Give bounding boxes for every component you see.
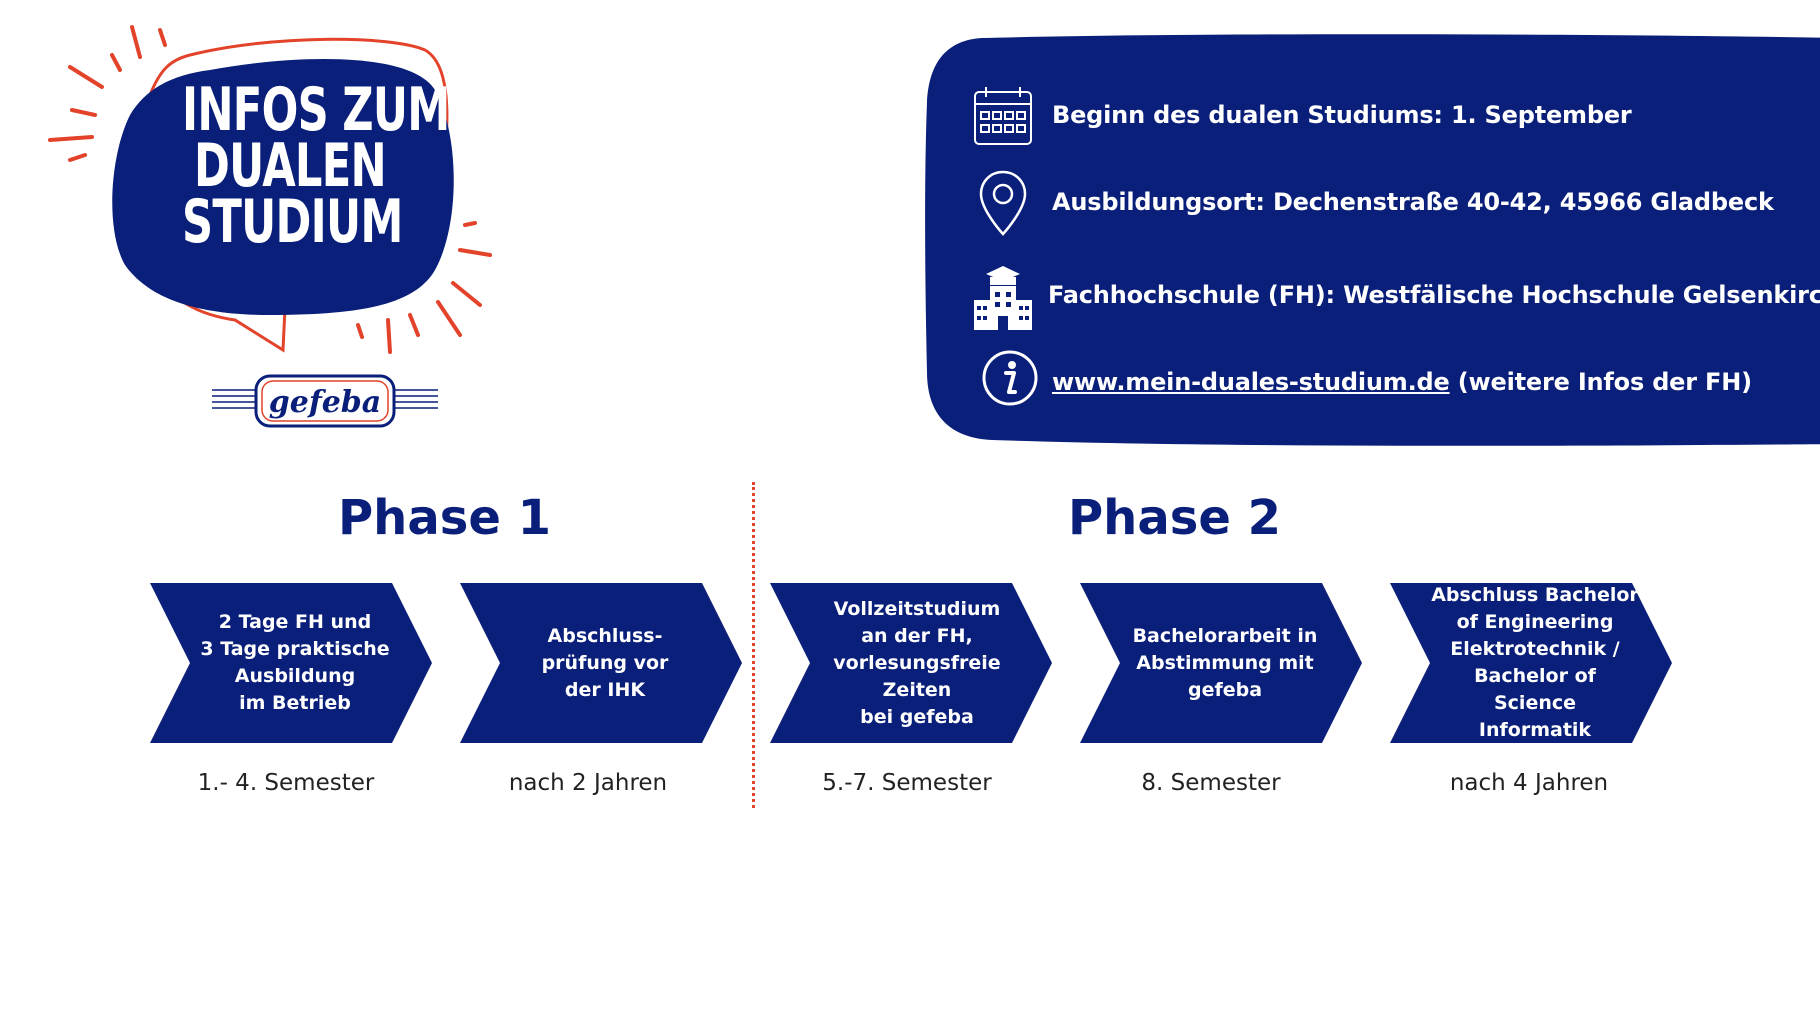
logo-wordmark: gefeba bbox=[268, 385, 382, 420]
step-5-text: Abschluss Bachelor of Engineering Elektr… bbox=[1431, 584, 1639, 741]
phase-2-title: Phase 2 bbox=[1068, 490, 1281, 546]
info-panel bbox=[925, 34, 1820, 446]
title-line-3: STUDIUM bbox=[182, 187, 403, 257]
website-link[interactable]: www.mein-duales-studium.de bbox=[1052, 368, 1450, 396]
info-start-date: Beginn des dualen Studiums: 1. September bbox=[1052, 101, 1632, 129]
step-3-text: Vollzeitstudium an der FH, vorlesungsfre… bbox=[833, 597, 1001, 728]
university-building-icon bbox=[974, 266, 1032, 330]
website-note: (weitere Infos der FH) bbox=[1449, 368, 1752, 396]
chevron-shape bbox=[150, 583, 432, 743]
phase-1-title: Phase 1 bbox=[338, 490, 551, 546]
step-1-caption: 1.- 4. Semester bbox=[197, 770, 375, 796]
step-2-caption: nach 2 Jahren bbox=[508, 770, 668, 796]
info-icon bbox=[982, 350, 1038, 406]
title-line-1: INFOS ZUM bbox=[182, 75, 450, 145]
burst-lines-bottom-right bbox=[356, 221, 492, 354]
step-4-text: Bachelorarbeit in Abstimmung mit gefeba bbox=[1132, 624, 1318, 701]
step-4-caption: 8. Semester bbox=[1141, 770, 1281, 796]
chevron-shape bbox=[1080, 583, 1362, 743]
speech-bubble-graphic bbox=[48, 25, 492, 354]
step-2-text: Abschluss- prüfung vor der IHK bbox=[541, 624, 669, 701]
phase-divider bbox=[752, 482, 755, 808]
chevron-shape bbox=[1390, 583, 1672, 743]
location-pin-icon bbox=[979, 170, 1027, 236]
main-title: INFOS ZUM DUALEN STUDIUM bbox=[182, 75, 450, 257]
info-university: Fachhochschule (FH): Westfälische Hochsc… bbox=[1048, 281, 1820, 309]
title-line-2: DUALEN bbox=[194, 131, 387, 201]
info-location: Ausbildungsort: Dechenstraße 40-42, 4596… bbox=[1052, 188, 1774, 216]
step-1: 2 Tage FH und 3 Tage praktische Ausbildu… bbox=[150, 583, 432, 743]
burst-lines-top-left bbox=[48, 25, 167, 162]
chevron-shape bbox=[770, 583, 1052, 743]
step-4: Bachelorarbeit in Abstimmung mit gefeba bbox=[1080, 583, 1362, 743]
info-website: www.mein-duales-studium.de (weitere Info… bbox=[1052, 368, 1752, 396]
chevron-shape bbox=[460, 583, 742, 743]
calendar-icon bbox=[974, 87, 1032, 145]
step-2: Abschluss- prüfung vor der IHK bbox=[460, 583, 742, 743]
step-3: Vollzeitstudium an der FH, vorlesungsfre… bbox=[770, 583, 1052, 743]
bubble-fill bbox=[112, 58, 454, 316]
step-5: Abschluss Bachelor of Engineering Elektr… bbox=[1390, 583, 1672, 743]
step-3-caption: 5.-7. Semester bbox=[822, 770, 992, 796]
step-1-text: 2 Tage FH und 3 Tage praktische Ausbildu… bbox=[200, 611, 390, 714]
gefeba-logo bbox=[212, 374, 438, 428]
step-5-caption: nach 4 Jahren bbox=[1449, 770, 1609, 796]
